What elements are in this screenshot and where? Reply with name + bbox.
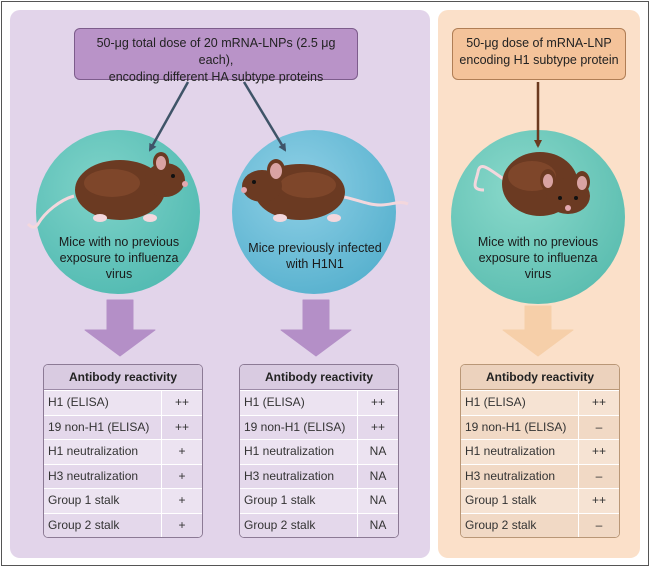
- row-label: H1 neutralization: [465, 444, 556, 458]
- row-value: ++: [357, 415, 398, 439]
- right-dose-line-1: 50-μg dose of mRNA-LNP: [466, 36, 612, 50]
- row-label: Group 1 stalk: [465, 493, 537, 507]
- row-label: 19 non-H1 (ELISA): [244, 419, 346, 434]
- row-value: +: [161, 464, 202, 488]
- row-value: –: [578, 464, 619, 488]
- row-value: +: [161, 489, 202, 513]
- table-row: H1 neutralization +: [44, 439, 202, 464]
- table-row: H3 neutralization +: [44, 463, 202, 488]
- row-label: Group 2 stalk: [244, 517, 316, 532]
- row-value: NA: [357, 489, 398, 513]
- cohort-3-caption: Mice with no previous exposure to influe…: [458, 234, 618, 282]
- right-dose-box: 50-μg dose of mRNA-LNP encoding H1 subty…: [452, 28, 626, 80]
- row-value: ++: [578, 440, 619, 464]
- table-row: Group 1 stalk +: [44, 488, 202, 513]
- left-dose-line-2: encoding different HA subtype proteins: [108, 70, 324, 84]
- row-label: 19 non-H1 (ELISA): [48, 419, 150, 434]
- mouse-icon-3: [473, 152, 590, 216]
- row-value: –: [578, 513, 619, 537]
- antibody-table-2: Antibody reactivity H1 (ELISA) ++ 19 non-…: [239, 364, 399, 538]
- row-value: ++: [578, 489, 619, 513]
- row-label: Group 2 stalk: [465, 517, 537, 532]
- cohort-2-caption: Mice previously infected with H1N1: [240, 240, 390, 272]
- row-value: NA: [357, 513, 398, 537]
- row-value: NA: [357, 464, 398, 488]
- down-arrow-icon-3: [502, 305, 574, 357]
- cohort-1-caption-line: Mice with no previous: [58, 235, 180, 249]
- table-row: Group 1 stalk NA: [240, 488, 398, 513]
- table-row: 19 non-H1 (ELISA)–: [461, 414, 619, 439]
- row-value: +: [161, 513, 202, 537]
- cohort-1-caption-line: exposure to influenza: [59, 251, 179, 265]
- mouse-icon-2: [241, 159, 409, 222]
- left-dose-line-1: 50-μg total dose of 20 mRNA-LNPs (2.5 μg…: [96, 36, 336, 67]
- row-label: H1 (ELISA): [48, 395, 109, 409]
- table-row: Group 2 stalk –: [461, 512, 619, 537]
- table-row: 19 non-H1 (ELISA) ++: [240, 414, 398, 439]
- mouse-icon-1: [26, 152, 188, 229]
- table-row: H1 neutralization NA: [240, 439, 398, 464]
- table-row: H1 neutralization ++: [461, 439, 619, 464]
- cohort-2-caption-line: Mice previously infected: [248, 241, 382, 255]
- row-value: NA: [357, 440, 398, 464]
- row-label: H1 (ELISA): [244, 395, 305, 409]
- row-value: ++: [357, 391, 398, 415]
- table-row: H3 neutralization –: [461, 463, 619, 488]
- table-header: Antibody reactivity: [461, 365, 619, 390]
- row-value: –: [578, 415, 619, 439]
- table-row: Group 2 stalk +: [44, 512, 202, 537]
- row-value: +: [161, 440, 202, 464]
- table-row: 19 non-H1 (ELISA) ++: [44, 414, 202, 439]
- table-header: Antibody reactivity: [240, 365, 398, 390]
- row-label: H3 neutralization: [465, 468, 556, 483]
- table-row: Group 1 stalk ++: [461, 488, 619, 513]
- table-row: H1 (ELISA) ++: [240, 390, 398, 415]
- table-header: Antibody reactivity: [44, 365, 202, 390]
- cohort-1-caption-line: virus: [105, 267, 133, 281]
- antibody-table-1: Antibody reactivity H1 (ELISA)++ 19 non-…: [43, 364, 203, 538]
- table-row: Group 2 stalk NA: [240, 512, 398, 537]
- row-label: H3 neutralization: [244, 468, 335, 483]
- antibody-table-3: Antibody reactivity H1 (ELISA) ++ 19 non-…: [460, 364, 620, 538]
- arrow-to-cohort-1: [148, 81, 190, 152]
- table-row: H1 (ELISA) ++: [44, 390, 202, 415]
- row-label: H1 (ELISA): [465, 395, 526, 409]
- row-label: H1 neutralization: [48, 444, 139, 458]
- cohort-3-caption-line: virus: [524, 267, 552, 281]
- left-dose-box: 50-μg total dose of 20 mRNA-LNPs (2.5 μg…: [74, 28, 358, 84]
- row-label: H3 neutralization: [48, 468, 139, 483]
- right-dose-line-2: encoding H1 subtype protein: [459, 53, 619, 67]
- row-label: 19 non-H1 (ELISA): [465, 419, 567, 434]
- row-label: H1 neutralization: [244, 444, 335, 458]
- row-value: ++: [578, 391, 619, 415]
- cohort-3-caption-line: exposure to influenza: [478, 251, 598, 265]
- cohort-3-caption-line: Mice with no previous: [477, 235, 599, 249]
- row-label: Group 2 stalk: [48, 517, 120, 532]
- down-arrow-icon-2: [280, 299, 352, 357]
- table-row: H1 (ELISA) ++: [461, 390, 619, 415]
- cohort-1-caption: Mice with no previous exposure to influe…: [46, 234, 192, 282]
- down-arrow-icon-1: [84, 299, 156, 357]
- row-label: Group 1 stalk: [244, 493, 316, 507]
- row-label: Group 1 stalk: [48, 493, 120, 507]
- row-value: ++: [161, 415, 202, 439]
- arrow-to-cohort-2: [242, 81, 287, 152]
- row-value: ++: [161, 391, 202, 415]
- table-row: H3 neutralization NA: [240, 463, 398, 488]
- cohort-2-caption-line: with H1N1: [286, 257, 344, 271]
